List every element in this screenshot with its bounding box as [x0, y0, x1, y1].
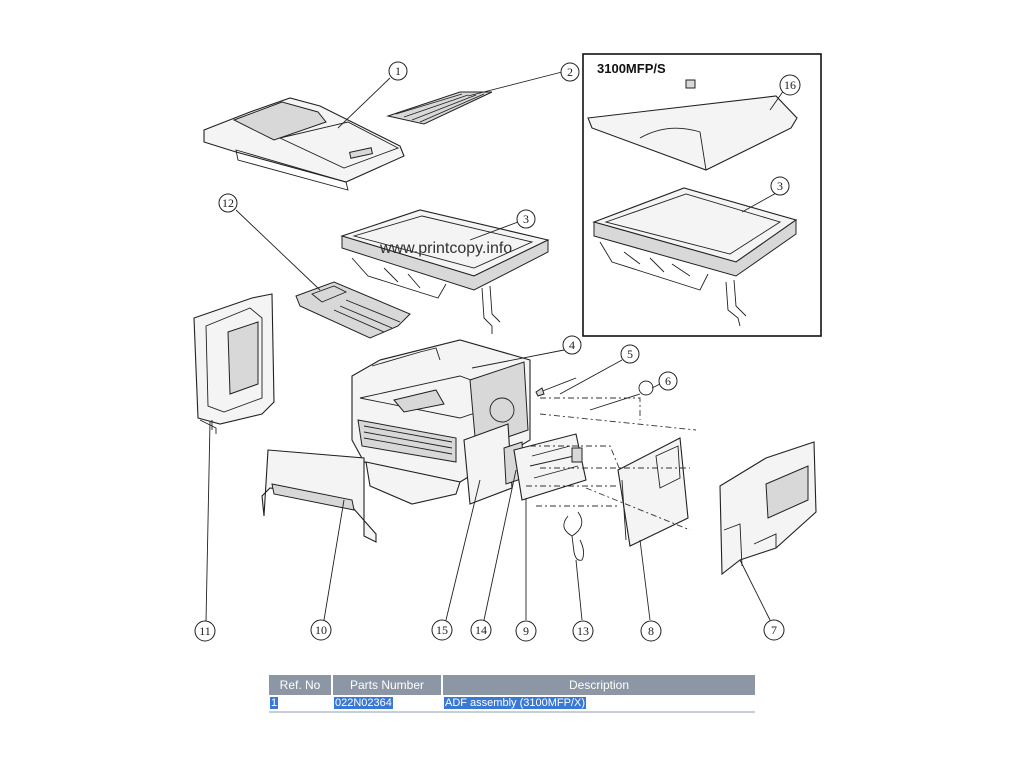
watermark: www.printcopy.info — [379, 240, 512, 257]
part-1-adf-assembly[interactable] — [203, 97, 405, 191]
part-16-document-cover[interactable] — [587, 79, 798, 171]
inset-frame — [582, 53, 822, 337]
callout-2: 2 — [560, 62, 580, 82]
header-ref-no[interactable]: Ref. No — [269, 675, 333, 695]
selected-text: ADF assembly (3100MFP/X) — [444, 697, 586, 709]
parts-table-header: Ref. No Parts Number Description — [269, 675, 755, 695]
header-description[interactable]: Description — [442, 675, 755, 695]
callout-1: 1 — [388, 61, 408, 81]
inset-title: 3100MFP/S — [597, 61, 666, 76]
svg-text:3: 3 — [777, 179, 783, 193]
leader-lines — [205, 71, 785, 623]
svg-text:11: 11 — [199, 624, 211, 638]
svg-text:15: 15 — [436, 623, 448, 637]
svg-text:14: 14 — [475, 623, 487, 637]
part-13-cable[interactable] — [563, 511, 585, 561]
callout-9: 9 — [515, 620, 537, 642]
svg-text:4: 4 — [569, 338, 575, 352]
svg-text:13: 13 — [577, 624, 589, 638]
part-3-scanner-inset[interactable] — [592, 187, 798, 327]
callout-6: 6 — [658, 371, 678, 391]
selected-text: 1 — [270, 697, 279, 709]
svg-text:16: 16 — [784, 78, 796, 92]
part-8-rear-shield[interactable] — [617, 437, 689, 547]
callout-5: 5 — [620, 344, 640, 364]
callout-3-inset: 3 — [770, 176, 790, 196]
callout-13: 13 — [572, 620, 594, 642]
svg-text:2: 2 — [567, 65, 573, 79]
callout-14: 14 — [470, 619, 492, 641]
svg-text:6: 6 — [665, 374, 671, 388]
table-row[interactable]: 1 022N02364 ADF assembly (3100MFP/X) — [269, 695, 755, 713]
part-3-scanner[interactable] — [340, 209, 550, 334]
part-10-front-door[interactable] — [261, 449, 377, 543]
svg-text:5: 5 — [627, 347, 633, 361]
callout-4: 4 — [562, 335, 582, 355]
callout-11: 11 — [194, 620, 216, 642]
svg-text:3: 3 — [523, 212, 529, 226]
part-11-left-cover[interactable] — [193, 293, 275, 434]
cell-ref-no[interactable]: 1 — [269, 695, 333, 713]
callout-3: 3 — [516, 209, 536, 229]
callout-8: 8 — [640, 620, 662, 642]
part-5-screw[interactable] — [535, 377, 577, 397]
cell-description[interactable]: ADF assembly (3100MFP/X) — [442, 695, 755, 713]
callout-15: 15 — [431, 619, 453, 641]
selected-text: 022N02364 — [334, 697, 393, 709]
part-2-document-tray[interactable] — [386, 91, 493, 125]
part-7-right-cover[interactable] — [719, 441, 817, 576]
part-6-spring[interactable] — [589, 380, 654, 411]
callout-7: 7 — [763, 619, 785, 641]
callout-10: 10 — [310, 619, 332, 641]
exploded-parts-diagram: 3100MFP/S www.printcopy.info — [193, 53, 822, 642]
svg-text:1: 1 — [395, 64, 401, 78]
callout-16: 16 — [779, 74, 801, 96]
svg-text:12: 12 — [222, 196, 234, 210]
svg-text:10: 10 — [315, 623, 327, 637]
part-12-control-panel[interactable] — [295, 281, 411, 339]
svg-text:8: 8 — [648, 624, 654, 638]
header-parts-number[interactable]: Parts Number — [332, 675, 443, 695]
svg-text:9: 9 — [523, 624, 529, 638]
part-9-controller-board[interactable] — [513, 433, 587, 501]
parts-table: Ref. No Parts Number Description 1 022N0… — [269, 675, 755, 713]
svg-text:7: 7 — [771, 623, 777, 637]
callout-12: 12 — [218, 193, 238, 213]
cell-parts-number[interactable]: 022N02364 — [332, 695, 443, 713]
assembly-guide-lines — [526, 397, 697, 531]
